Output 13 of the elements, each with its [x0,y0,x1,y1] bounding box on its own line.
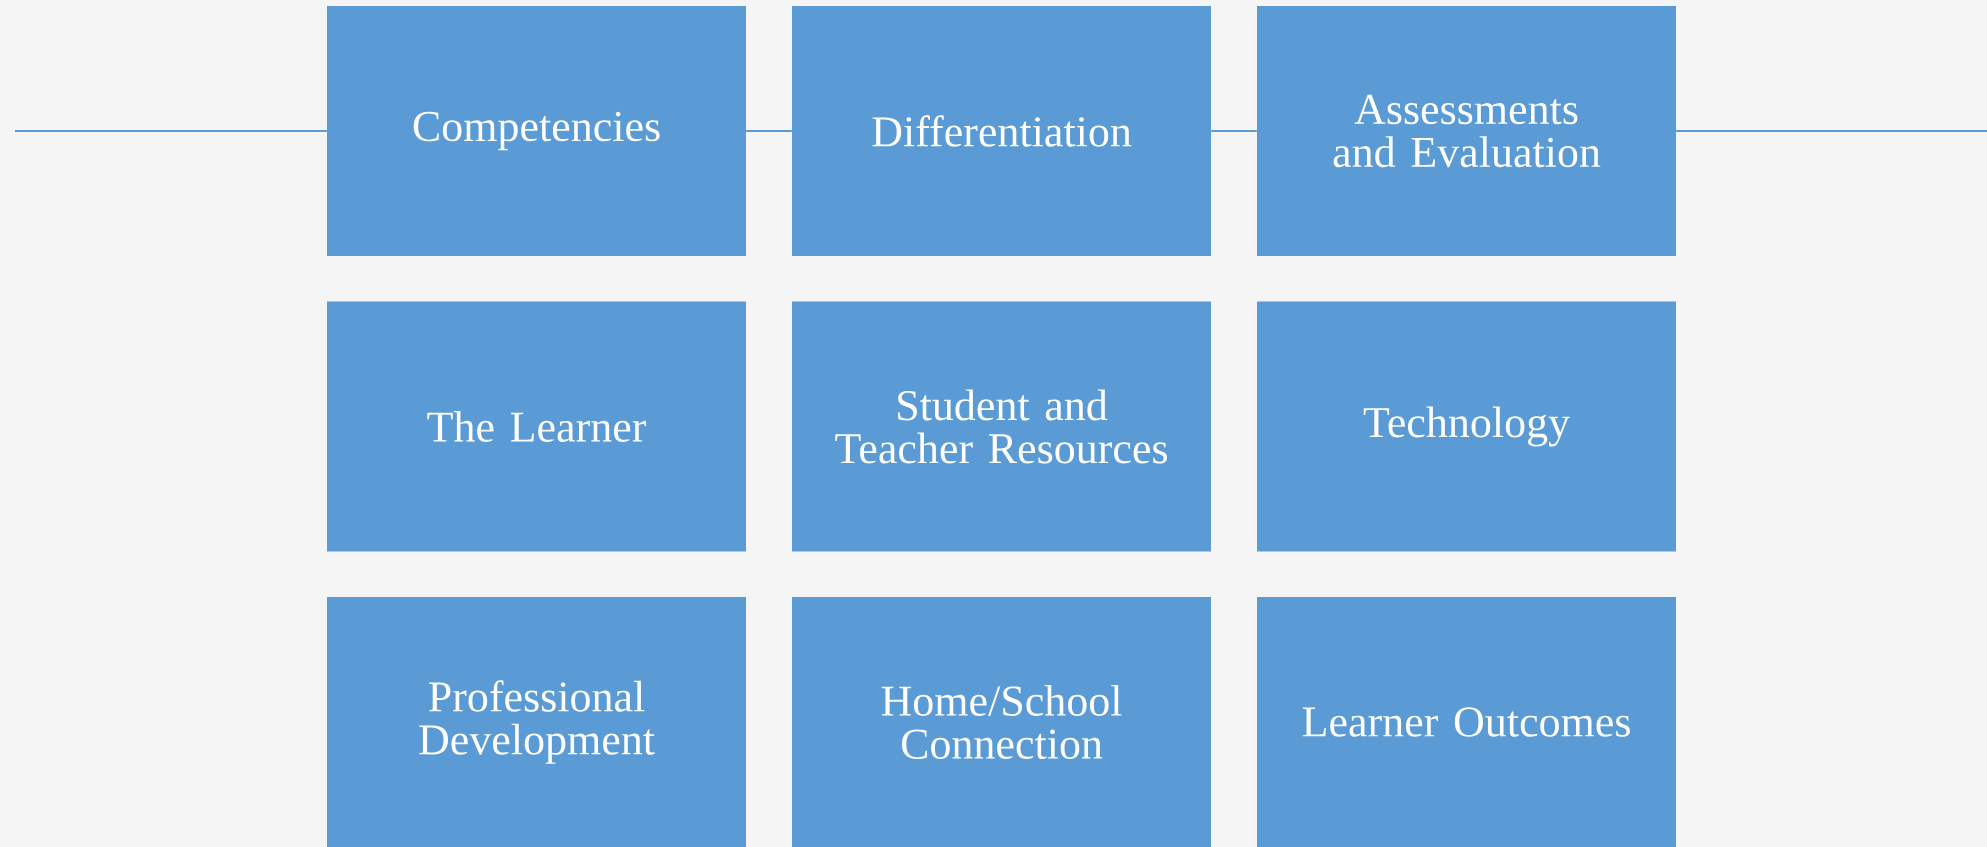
text-box: Technology [1257,301,1676,552]
connector-line [1675,130,1987,132]
text-box: Assessments and Evaluation [1257,6,1676,256]
text-box: Differentiation [792,6,1211,256]
text-box: Professional Development [327,597,746,847]
text-box: Student and Teacher Resources [792,301,1211,552]
text-box: Home/School Connection [792,597,1211,847]
connector-line [745,130,793,132]
connector-line [1210,130,1258,132]
text-box: The Learner [327,301,746,552]
connector-line [14,130,328,132]
text-box: Competencies [327,6,746,256]
text-box: Learner Outcomes [1257,597,1676,847]
